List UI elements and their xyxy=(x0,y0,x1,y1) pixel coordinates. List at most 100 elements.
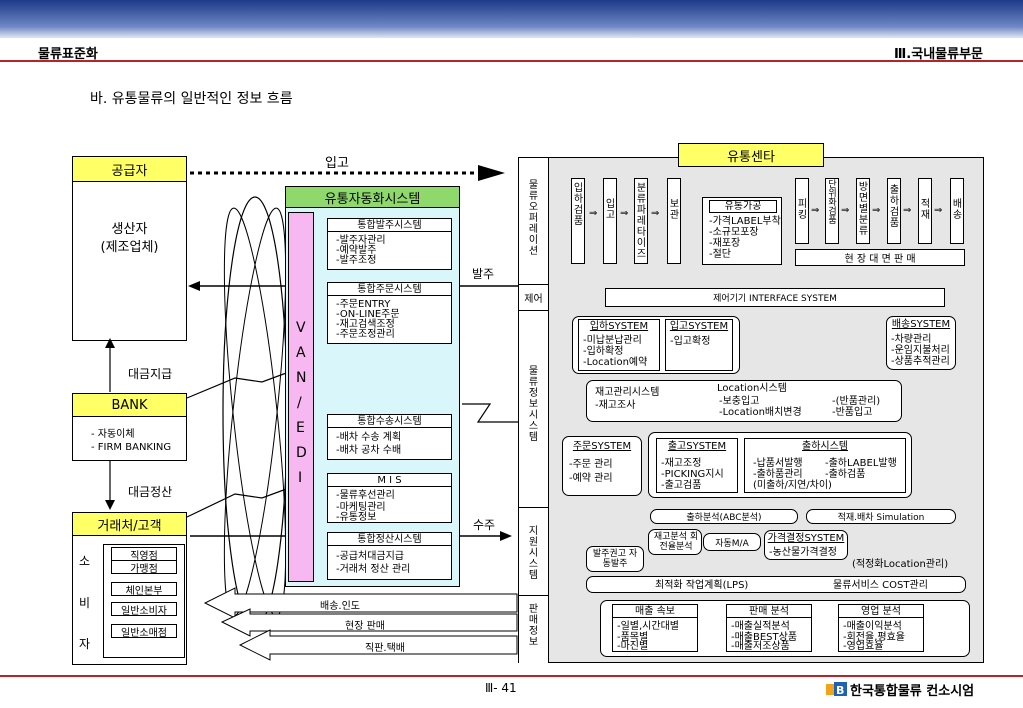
shipping-title: 출하시스템 xyxy=(802,441,848,452)
process-item: -재포장 xyxy=(709,238,741,249)
inbound-item: -미납분납관리 xyxy=(583,335,642,346)
subsys-mis-item: -유통정보 xyxy=(336,512,377,523)
subsys-settlement-item: -거래처 정산 관리 xyxy=(336,564,411,575)
subsys-settlement-title: 통합정산시스템 xyxy=(328,534,451,546)
arrow-icon: ⇒ xyxy=(651,208,660,219)
onsite-sales: 현 장 대 면 판 매 xyxy=(795,249,965,266)
ops-box-label: 출하검품 xyxy=(889,185,900,229)
svg-text:B: B xyxy=(836,684,844,697)
ops-box-label: 입하검품 xyxy=(573,183,584,227)
loading-simulation: 적재.배차 Simulation xyxy=(806,509,956,524)
customer-item: 가맹점 xyxy=(111,560,177,575)
delivery-item: -상품추적관리 xyxy=(891,356,950,367)
flow-direct-label: 직판.택배 xyxy=(365,643,405,654)
customer-item: 체인본부 xyxy=(111,582,177,597)
subsys-transport-title: 통합수송시스템 xyxy=(328,416,451,428)
inventory-item: -Location배치변경 xyxy=(719,407,802,418)
flow-deliv-label: 배송.인도 xyxy=(320,601,360,612)
sales-analysis-item: -매출저조상품 xyxy=(731,641,790,652)
ops-box: 방면별분류 xyxy=(856,178,870,244)
customer-title: 거래처/고객 xyxy=(72,512,187,536)
subsys-mis-item: -물류후선관리 xyxy=(336,490,395,501)
header-left: 물류표준화 xyxy=(38,47,98,62)
shipping-system: 출하시스템 -납품서발행 -출하품관리 (미출하/지연/차이) -출하LABEL… xyxy=(744,438,906,493)
sales-flash-title: 매출 속보 xyxy=(613,606,697,618)
shipping-item: -출하품관리 xyxy=(753,469,803,480)
subsys-order-title: 통합발주시스템 xyxy=(328,220,451,232)
center-title: 유통센타 xyxy=(678,143,824,167)
subsys-order-mgmt-title: 통합주문시스템 xyxy=(328,284,451,296)
business-analysis: 영업 분석 -매출이익분석 -회전율,평효율 -영업효율 xyxy=(838,604,924,652)
process-item: -절단 xyxy=(709,249,732,260)
ops-box: 배송 xyxy=(950,178,964,244)
cost-label: 물류서비스 COST관리 xyxy=(833,580,928,591)
arrow-icon: ⇒ xyxy=(841,205,850,216)
company-logo-icon: B xyxy=(826,681,848,697)
sales-analysis-item: -매출BEST상품 xyxy=(731,632,798,643)
ops-box-label: 피킹 xyxy=(797,199,808,221)
abc-analysis: 출하분석(ABC분석) xyxy=(650,509,798,524)
section-sales: 판매정보 xyxy=(519,596,549,663)
sales-flash-item: -마진별 xyxy=(617,641,649,652)
control-interface: 제어기기 INTERFACE SYSTEM xyxy=(605,288,945,307)
flow-ingo-label: 입고 xyxy=(325,156,349,171)
inventory-item: -(반품관리) xyxy=(832,396,881,407)
process-title: 유통가공 xyxy=(709,200,777,213)
subsys-settlement-item: -공급처대금지급 xyxy=(336,551,405,562)
inventory-item: -재고조사 xyxy=(595,400,636,411)
supplier-line2: (제조업체) xyxy=(100,240,159,255)
process-box: 유통가공 -가격LABEL부착 -소규모포장 -재포장 -절단 xyxy=(702,197,782,265)
flow-balju-label: 발주 xyxy=(472,267,495,281)
section-support-label: 지원시스템 xyxy=(528,526,539,581)
ops-box-label: 입고 xyxy=(605,199,616,221)
ops-box: 입하검품 xyxy=(571,178,585,264)
release-title: 출고SYSTEM xyxy=(667,441,727,452)
price-title: 가격결정SYSTEM xyxy=(767,533,845,544)
arrow-icon: ⇒ xyxy=(872,205,881,216)
lps-bar: 최적화 작업계획(LPS) 물류서비스 COST관리 xyxy=(586,576,966,593)
customer-item: 일반소비자 xyxy=(111,602,177,617)
subsys-transport-item: -배차 수송 계획 xyxy=(336,432,402,443)
customer-char3: 자 xyxy=(79,637,91,651)
flow-onsite-label: 현장 판매 xyxy=(345,621,385,632)
section-support: 지원시스템 xyxy=(519,508,549,596)
subsys-order-item: -예약발주 xyxy=(336,245,377,256)
business-analysis-item: -영업효율 xyxy=(843,641,884,652)
customer-char1: 소 xyxy=(79,554,91,568)
subsys-mis: M I S -물류후선관리 -마케팅관리 -유통정보 xyxy=(327,473,452,523)
stockin-item: -입고확정 xyxy=(670,336,711,347)
footer-divider xyxy=(0,675,1023,677)
ops-box-label: 방면별분류 xyxy=(858,182,869,237)
business-analysis-item: -매출이익분석 xyxy=(843,621,902,632)
ops-box-label: 분류파레타이즈 xyxy=(636,183,647,260)
inbound-system: 입하SYSTEM -미납분납관리 -입하확정 -Location예약 xyxy=(578,319,660,371)
subsys-settlement: 통합정산시스템 -공급처대금지급 -거래처 정산 관리 xyxy=(327,532,452,580)
inventory-item: -보충입고 xyxy=(719,396,760,407)
order-title: 주문SYSTEM xyxy=(572,441,632,452)
order-system: 주문SYSTEM -주문 관리 -예약 관리 xyxy=(562,436,642,496)
delivery-title: 배송SYSTEM xyxy=(891,319,951,330)
business-analysis-title: 영업 분석 xyxy=(839,606,923,618)
release-item: -출고검품 xyxy=(661,480,702,491)
supplier-line1: 생산자 xyxy=(111,222,148,237)
van-letter: D xyxy=(296,445,307,461)
location-optimization: (적정화Location관리) xyxy=(852,559,949,570)
van-title: 유통자동화시스템 xyxy=(285,186,460,208)
header-divider xyxy=(0,60,1023,62)
supplier-box: 생산자 (제조업체) xyxy=(72,181,187,341)
inventory-title: 재고관리시스템 xyxy=(595,387,660,398)
sales-flash: 매출 속보 -일별,시간대별 -품목별 -마진별 xyxy=(612,604,698,652)
process-item: -소규모포장 xyxy=(709,227,759,238)
arrow-icon: ⇒ xyxy=(903,205,912,216)
supplier-title: 공급자 xyxy=(72,156,187,182)
van-letter: / xyxy=(297,395,302,411)
subsys-order-mgmt-item: -재고검색조정 xyxy=(336,319,395,330)
delivery-system: 배송SYSTEM -차량관리 -운임지불처리 -상품추적관리 xyxy=(886,316,956,370)
release-item: -재고조정 xyxy=(661,458,702,469)
stockin-title: 입고SYSTEM xyxy=(669,321,729,332)
inventory-item: -반품입고 xyxy=(832,407,873,418)
page-number: Ⅲ- 41 xyxy=(485,681,517,695)
release-item: -PICKING지시 xyxy=(661,469,724,480)
customer-char2: 비 xyxy=(79,596,91,610)
subsys-order: 통합발주시스템 -발주자관리 -예약발주 -발주조정 xyxy=(327,218,452,270)
